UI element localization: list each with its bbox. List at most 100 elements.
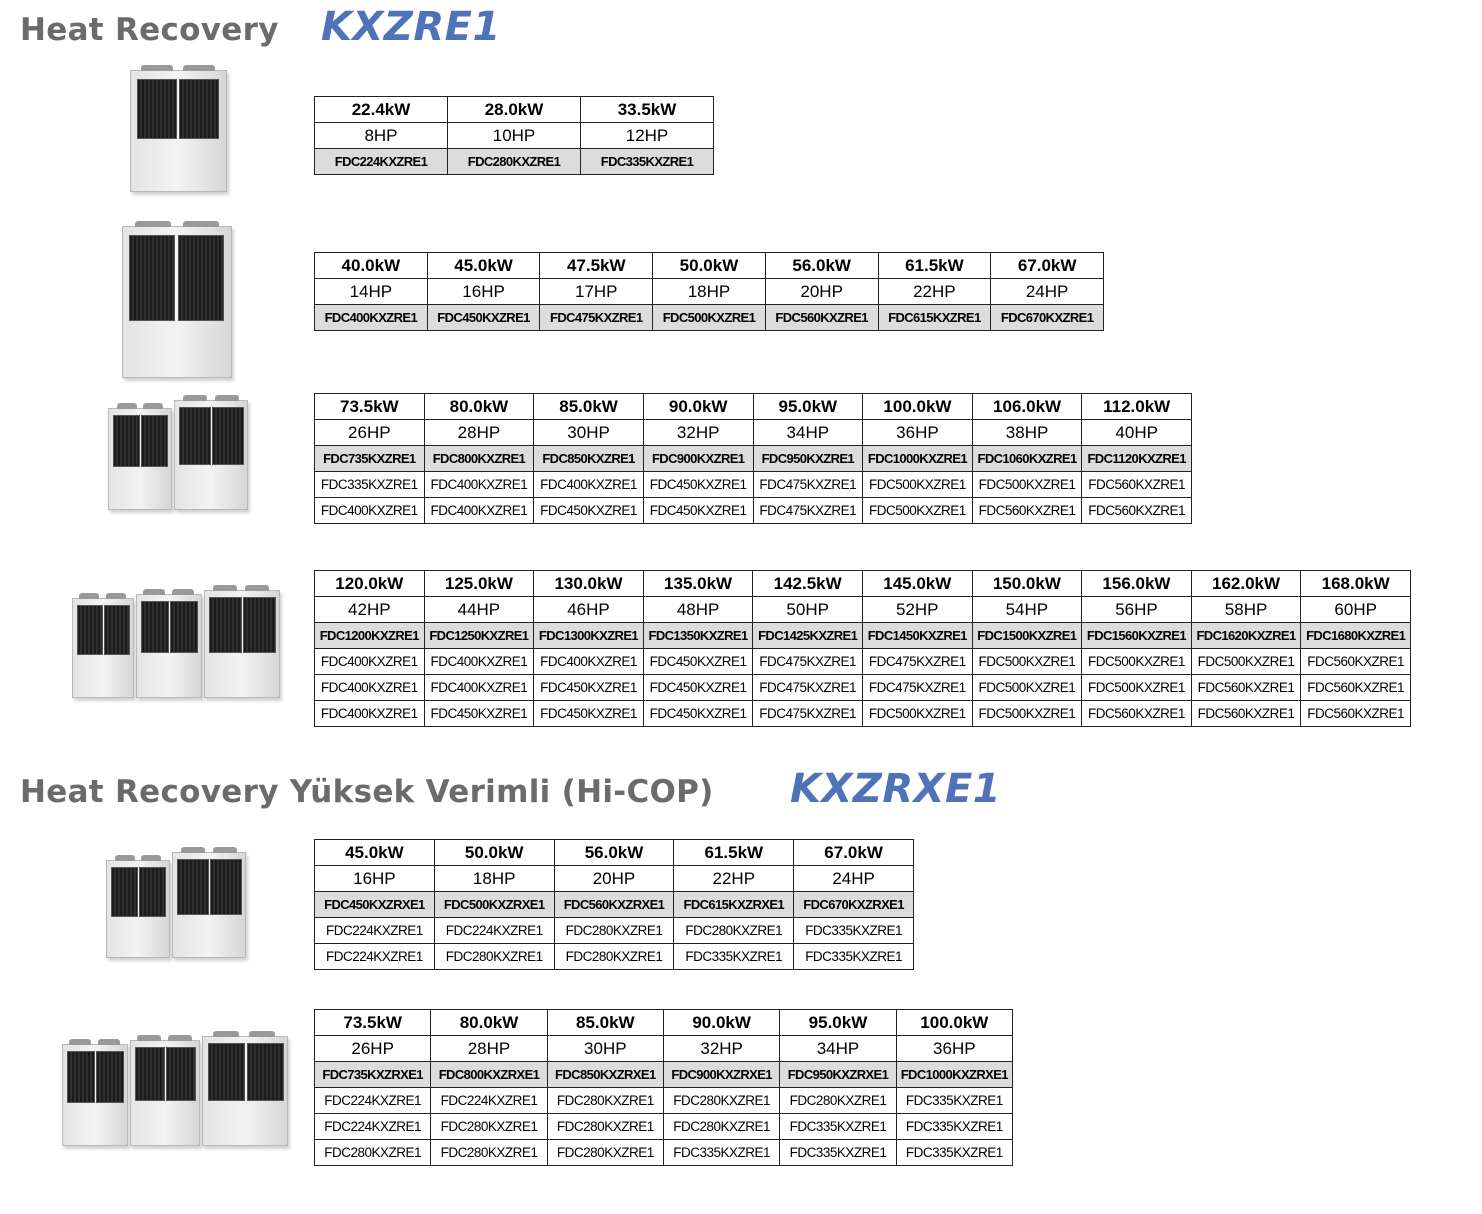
table-cell: FDC560KXZRE1 [764,304,879,331]
table-cell: FDC280KXZRE1 [779,1087,897,1114]
table-cell: FDC475KXZRE1 [752,648,863,675]
table-cell: 120.0kW [314,570,425,597]
table-cell: FDC560KXZRE1 [971,497,1083,524]
table-cell: FDC280KXZRE1 [433,943,555,970]
table-cell: FDC670KXZRE1 [990,304,1104,331]
table-cell: FDC900KXZRXE1 [662,1061,781,1088]
table-cell: FDC475KXZRE1 [752,471,864,498]
section-title-heat-recovery: Heat Recovery [20,12,279,48]
table-cell: FDC400KXZRE1 [314,674,425,701]
table-cell: 30HP [546,1035,664,1062]
table-cell: 24HP [990,278,1104,305]
table-cell: FDC1560KXZRE1 [1081,622,1192,649]
outdoor-unit-image-triple [72,585,282,698]
table-cell: 73.5kW [313,1009,432,1036]
table-cell: 33.5kW [580,96,714,123]
table-cell: 50.0kW [433,839,555,866]
outdoor-unit-image-single-large [122,221,234,378]
table-cell: 95.0kW [752,393,864,420]
table-cell: FDC475KXZRE1 [861,674,973,701]
table-cell: FDC280KXZRE1 [430,1113,548,1140]
series-code-kxzre1: KXZRE1 [321,4,501,50]
table-cell: FDC1000KXZRXE1 [895,1061,1014,1088]
table-cell: FDC560KXZRE1 [1190,674,1302,701]
table-cell: 50.0kW [652,252,766,279]
table-cell: FDC400KXZRE1 [314,700,425,727]
table-cell: 73.5kW [314,393,425,420]
table-cell: FDC335KXZRE1 [580,148,714,175]
table-cell: FDC500KXZRE1 [862,471,973,498]
table-cell: FDC1680KXZRE1 [1300,622,1411,649]
table-cell: FDC280KXZRE1 [546,1087,664,1114]
table-cell: FDC224KXZRE1 [314,917,435,944]
table-cell: FDC500KXZRXE1 [433,891,555,918]
table-cell: 22.4kW [314,96,448,123]
table-cell: 52HP [861,596,973,623]
table-cell: FDC450KXZRE1 [642,648,754,675]
table-cell: FDC400KXZRE1 [423,674,535,701]
table-cell: 18HP [652,278,766,305]
table-cell: FDC500KXZRE1 [861,700,973,727]
table-cell: 80.0kW [423,393,535,420]
table-cell: 45.0kW [426,252,541,279]
table-cell: 100.0kW [895,1009,1014,1036]
table-cell: 85.0kW [546,1009,664,1036]
table-cell: FDC450KXZRE1 [642,674,754,701]
table-cell: 56.0kW [764,252,879,279]
table-cell: FDC615KXZRXE1 [673,891,795,918]
table-cell: 28.0kW [447,96,581,123]
table-cell: 162.0kW [1190,570,1302,597]
table-cell: FDC1450KXZRE1 [861,622,973,649]
table-cell: FDC670KXZRXE1 [793,891,914,918]
table-cell: 26HP [314,419,425,446]
outdoor-unit-image-single-small [130,65,229,192]
table-cell: FDC475KXZRE1 [752,497,864,524]
table-cell: 18HP [433,865,555,892]
table-cell: 142.5kW [752,570,863,597]
outdoor-unit-image-double-hicop [106,847,248,958]
table-cell: 80.0kW [430,1009,548,1036]
table-cell: 61.5kW [673,839,795,866]
table-cell: FDC475KXZRE1 [752,674,863,701]
table-cell: FDC335KXZRE1 [662,1139,781,1166]
table-cell: FDC615KXZRE1 [877,304,992,331]
table-cell: FDC950KXZRXE1 [779,1061,897,1088]
table-cell: FDC224KXZRE1 [314,943,435,970]
table-cell: FDC475KXZRE1 [752,700,863,727]
table-cell: 22HP [673,865,795,892]
table-cell: FDC735KXZRXE1 [313,1061,432,1088]
table-cell: FDC450KXZRE1 [642,497,754,524]
table-cell: FDC560KXZRE1 [1081,497,1192,524]
outdoor-unit-image-triple-hicop [62,1031,290,1146]
table-cell: FDC560KXZRE1 [1081,700,1192,727]
table-cell: FDC1060KXZRE1 [971,445,1083,472]
table-cell: FDC335KXZRE1 [779,1139,897,1166]
table-cell: FDC450KXZRE1 [533,674,644,701]
table-cell: 156.0kW [1081,570,1192,597]
table-cell: 34HP [779,1035,897,1062]
table-cell: 24HP [793,865,914,892]
table-cell: 47.5kW [539,252,654,279]
table-cell: FDC475KXZRE1 [539,304,654,331]
table-cell: 32HP [642,419,754,446]
table-cell: FDC800KXZRE1 [423,445,535,472]
series-code-kxzrxe1: KXZRXE1 [790,766,1002,812]
table-cell: FDC560KXZRE1 [1300,674,1411,701]
table-cell: FDC1200KXZRE1 [314,622,425,649]
